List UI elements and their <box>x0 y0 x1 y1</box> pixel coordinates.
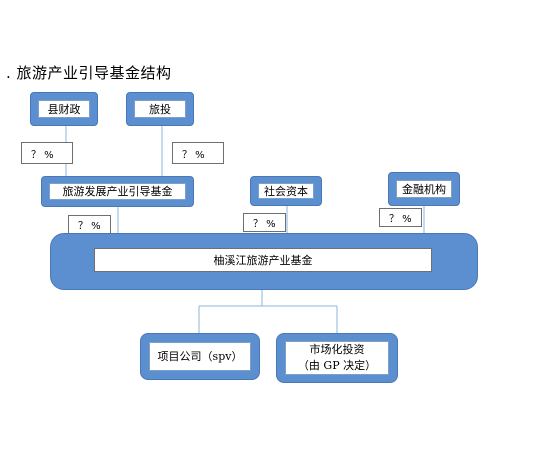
tourism-investment-box: 旅投 <box>126 92 194 126</box>
main-fund-label: 柚溪江旅游产业基金 <box>94 248 432 272</box>
guidance-fund-box: 旅游发展产业引导基金 <box>41 176 194 207</box>
financial-institutions-label: 金融机构 <box>396 180 452 198</box>
market-investment-line2: （由 GP 决定） <box>297 359 377 372</box>
tourism-investment-share: ？ % <box>172 142 224 164</box>
guidance-fund-share: ？ % <box>68 215 111 234</box>
social-capital-share: ？ % <box>243 213 286 232</box>
market-investment-label: 市场化投资 （由 GP 决定） <box>285 341 389 375</box>
county-finance-box: 县财政 <box>30 92 98 126</box>
social-capital-label: 社会资本 <box>258 183 314 199</box>
county-finance-label: 县财政 <box>38 100 90 118</box>
financial-institutions-share: ？ % <box>379 208 422 227</box>
tourism-investment-label: 旅投 <box>134 100 186 118</box>
main-fund-box: 柚溪江旅游产业基金 <box>50 233 478 290</box>
project-company-box: 项目公司（spv） <box>140 333 260 380</box>
market-investment-box: 市场化投资 （由 GP 决定） <box>276 333 398 383</box>
county-finance-share: ？ % <box>21 142 73 164</box>
project-company-label: 项目公司（spv） <box>149 342 251 371</box>
page-title: . 旅游产业引导基金结构 <box>6 64 172 82</box>
guidance-fund-label: 旅游发展产业引导基金 <box>49 183 186 200</box>
social-capital-box: 社会资本 <box>250 176 322 206</box>
financial-institutions-box: 金融机构 <box>388 172 460 206</box>
market-investment-line1: 市场化投资 <box>309 343 365 356</box>
